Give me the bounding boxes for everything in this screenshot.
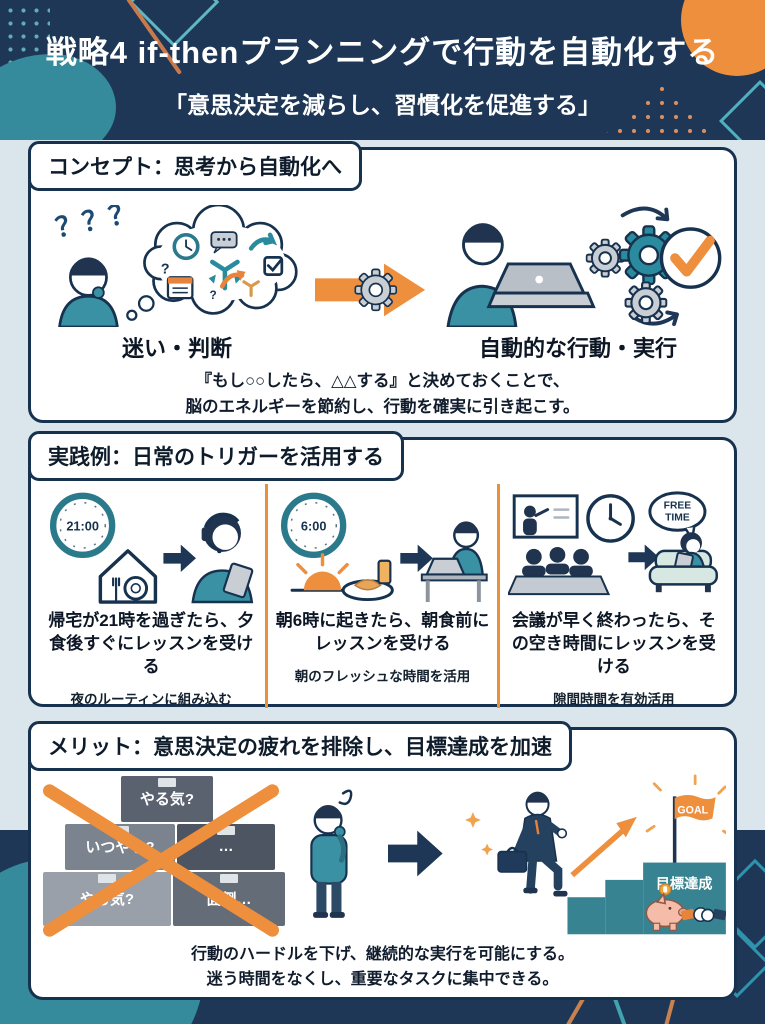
- arrow-right-icon: [388, 827, 444, 880]
- dizzy-squiggle-icon: [338, 789, 353, 806]
- practice-text: 帰宅が21時を過ぎたら、夕食後すぐにレッスンを受ける: [48, 611, 255, 676]
- sofa-person-icon: [648, 532, 718, 593]
- stairs-icon: [567, 862, 726, 935]
- practice-sub: 朝のフレッシュな時間を活用: [294, 668, 471, 684]
- page-title: 戦略4 if-thenプランニングで行動を自動化する: [45, 35, 720, 70]
- clock-2100-icon: 21:00: [50, 492, 116, 559]
- question-marks: ？？？: [53, 205, 139, 243]
- practice-item-evening: 21:00: [37, 484, 265, 708]
- free-time-bubble: FREE TIME: [648, 491, 707, 541]
- speech-bubble-icon: [210, 231, 238, 254]
- rising-arrow-icon: [570, 816, 637, 878]
- bubble-line2: TIME: [665, 512, 690, 523]
- gear-icon: [624, 281, 668, 325]
- meeting-scene-icon: FREE TIME: [507, 491, 718, 596]
- clock-time: 6:00: [301, 518, 327, 533]
- automatic-action-icon: [446, 206, 722, 327]
- laptop-person-icon: [446, 223, 596, 327]
- arrow-right-icon: [163, 544, 197, 572]
- merit-note: 行動のハードルを下げ、継続的な実行を可能にする。 迷う時間をなくし、重要なタスク…: [31, 943, 734, 993]
- checkbox-icon: [263, 256, 284, 276]
- calendar-icon: [166, 276, 194, 300]
- goal-achievement-icon: GOAL 目標達成: [465, 774, 726, 935]
- concept-note: 『もし○○したら、△△する』と決めておくことで、 脳のエネルギーを節約し、行動を…: [31, 369, 734, 420]
- header-banner: 戦略4 if-thenプランニングで行動を自動化する 「意思決定を減らし、習慣化…: [0, 0, 765, 140]
- bubble-line1: FREE: [663, 501, 691, 512]
- practice-item-morning: 6:00: [265, 484, 496, 708]
- practice-sub: 夜のルーティンに組み込む: [70, 691, 232, 707]
- merit-note-line1: 行動のハードルを下げ、継続的な実行を可能にする。: [190, 946, 575, 963]
- briefcase-icon: [497, 846, 528, 873]
- meeting-icon: [507, 494, 610, 596]
- confused-person-icon: [310, 789, 353, 918]
- automation-label: 自動的な行動・実行: [478, 336, 677, 361]
- teal-blob-decoration: [0, 54, 116, 140]
- businessman-icon: [497, 791, 568, 897]
- automation-group: 自動的な行動・実行: [432, 196, 724, 363]
- cycle-arrow-icon: [620, 206, 670, 222]
- home-dinner-icon: [98, 549, 158, 604]
- svg-text:?: ?: [210, 289, 217, 302]
- decision-boxes-group: やる気? いつやる? … やる気? 面倒…: [39, 774, 285, 939]
- svg-text:?: ?: [161, 262, 170, 278]
- merit-panel-title: メリット：意思決定の疲れを排除し、目標達成を加速: [28, 721, 572, 771]
- thinker-body: [58, 294, 119, 327]
- practice-sub: 隙間時間を有効活用: [553, 691, 675, 707]
- page-subtitle: 「意思決定を減らし、習慣化を促進する」: [164, 92, 601, 118]
- transform-arrow-icon: [315, 263, 426, 317]
- sunrise-breakfast-icon: [291, 553, 395, 602]
- thinking-person-icon: ？？？: [53, 205, 298, 327]
- curved-arrow-icon: [248, 232, 278, 251]
- sparkle-icon: [465, 812, 481, 828]
- headset-woman-icon: [191, 512, 254, 604]
- sparkle-icon: [481, 843, 494, 856]
- wall-clock-icon: [586, 494, 635, 543]
- hesitation-label: 迷い・判断: [121, 336, 232, 361]
- handshake-icon: [681, 907, 726, 923]
- merit-illustration-row: やる気? いつやる? … やる気? 面倒…: [31, 730, 734, 939]
- practice-item-freetime: FREE TIME 会議が早く終わったら、その空き時間にレッスンを受ける 隙間時…: [496, 484, 728, 708]
- clock-600-icon: 6:00: [281, 492, 347, 559]
- goal-flag-label: GOAL: [678, 805, 709, 817]
- branching-arrows-icon: [208, 259, 246, 291]
- arrow-right-icon: [400, 544, 434, 572]
- morning-scene-icon: 6:00: [281, 492, 489, 603]
- merit-note-line2: 迷う時間をなくし、重要なタスクに集中できる。: [206, 970, 559, 988]
- goal-flag-icon: GOAL: [645, 774, 726, 863]
- concept-note-line1: 『もし○○したら、△△する』と決めておくことで、: [195, 372, 570, 390]
- evening-scene-icon: 21:00: [50, 492, 254, 604]
- check-circle-icon: [659, 227, 722, 289]
- merit-panel: メリット：意思決定の疲れを排除し、目標達成を加速 やる気? いつやる? … やる…: [28, 721, 737, 1000]
- concept-panel-title: コンセプト：思考から自動化へ: [28, 141, 362, 191]
- practice-panel: 実践例：日常のトリガーを活用する 21:00: [28, 431, 737, 708]
- practice-columns: 21:00: [31, 440, 734, 708]
- practice-panel-title: 実践例：日常のトリガーを活用する: [28, 431, 404, 481]
- hesitation-group: ？？？: [41, 205, 313, 363]
- gear-icon: [585, 238, 625, 278]
- concept-illustration-row: ？？？: [31, 150, 734, 363]
- concept-panel: コンセプト：思考から自動化へ ？？？: [28, 141, 737, 423]
- practice-text: 会議が早く終わったら、その空き時間にレッスンを受ける: [511, 611, 716, 676]
- practice-text: 朝6時に起きたら、朝食前にレッスンを受ける: [275, 611, 490, 653]
- decision-box: やる気?: [121, 775, 213, 822]
- concept-note-line2: 脳のエネルギーを節約し、行動を確実に引き起こす。: [185, 397, 580, 416]
- desk-work-icon: [421, 521, 489, 603]
- clock-time: 21:00: [66, 518, 99, 533]
- thought-cloud-icon: ? ?: [143, 205, 298, 315]
